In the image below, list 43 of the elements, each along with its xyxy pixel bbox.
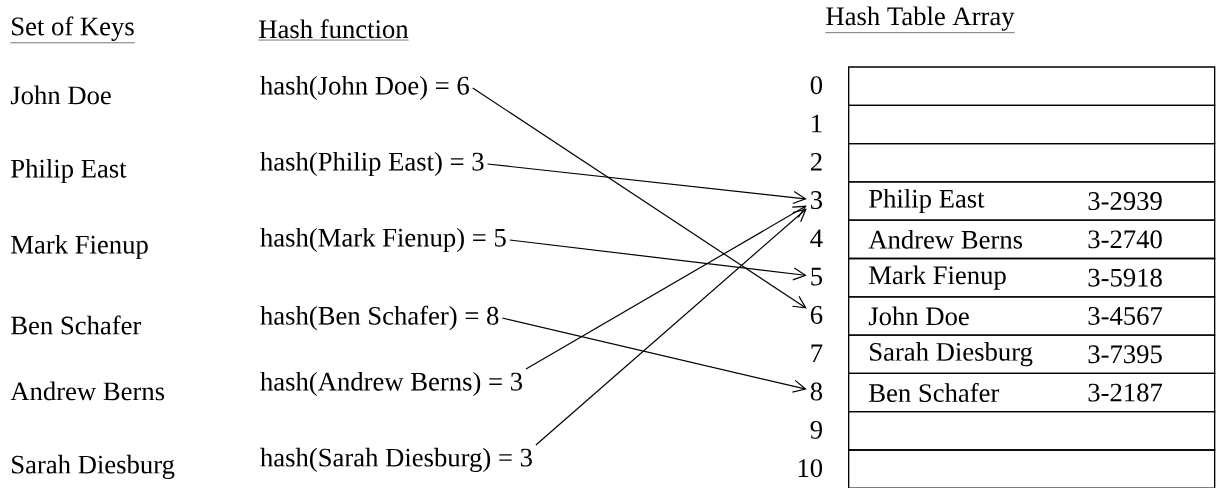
key-name: Mark Fienup	[11, 234, 148, 260]
key-name: Sarah Diesburg	[12, 454, 175, 480]
table-row: Sarah Diesburg 3-7395	[848, 334, 1216, 375]
table-row	[848, 66, 1216, 106]
index-number: 1	[812, 114, 822, 133]
index-number: 10	[798, 459, 823, 478]
key-name: Ben Schafer	[11, 315, 142, 335]
table-row	[848, 104, 1216, 145]
column-heading: Set of Keys	[10, 16, 135, 44]
arrow	[525, 205, 807, 370]
table-row: Andrew Berns 3-2740	[848, 219, 1216, 260]
key-name: John Doe	[10, 85, 111, 105]
table-row	[848, 142, 1216, 183]
table-row	[848, 411, 1216, 451]
arrow	[535, 208, 807, 446]
hash-expression: hash(Philip East) = 3	[260, 151, 484, 177]
hash-expression: hash(John Doe) = 6	[260, 75, 469, 101]
hash-expression: hash(Ben Schafer) = 8	[260, 305, 499, 331]
arrow	[472, 87, 807, 309]
key-name: Andrew Berns	[10, 381, 165, 401]
table-row: Mark Fienup 3-5918	[848, 257, 1216, 298]
arrow	[509, 239, 807, 281]
index-number: 7	[811, 344, 823, 362]
column-heading: Hash Table Array	[825, 6, 1015, 33]
table-row: Ben Schafer 3-2187	[848, 372, 1216, 413]
index-number: 9	[810, 420, 822, 439]
column-heading: Hash function	[258, 19, 409, 41]
hash-expression: hash(Andrew Berns) = 3	[260, 371, 522, 397]
index-number: 0	[810, 76, 823, 95]
index-number: 3	[811, 191, 823, 209]
table-row: John Doe 3-4567	[848, 296, 1216, 336]
index-number: 6	[810, 306, 823, 324]
index-number: 5	[811, 267, 823, 286]
arrow	[501, 317, 807, 393]
index-number: 2	[810, 152, 822, 171]
index-number: 4	[810, 229, 823, 248]
hash-expression: hash(Sarah Diesburg) = 3	[260, 447, 532, 473]
arrow	[486, 163, 807, 205]
table-row: Philip East 3-2939	[848, 181, 1216, 221]
key-name: Philip East	[11, 158, 127, 184]
table-row	[848, 449, 1216, 488]
index-number: 8	[810, 382, 823, 401]
hash-expression: hash(Mark Fienup) = 5	[260, 227, 506, 253]
